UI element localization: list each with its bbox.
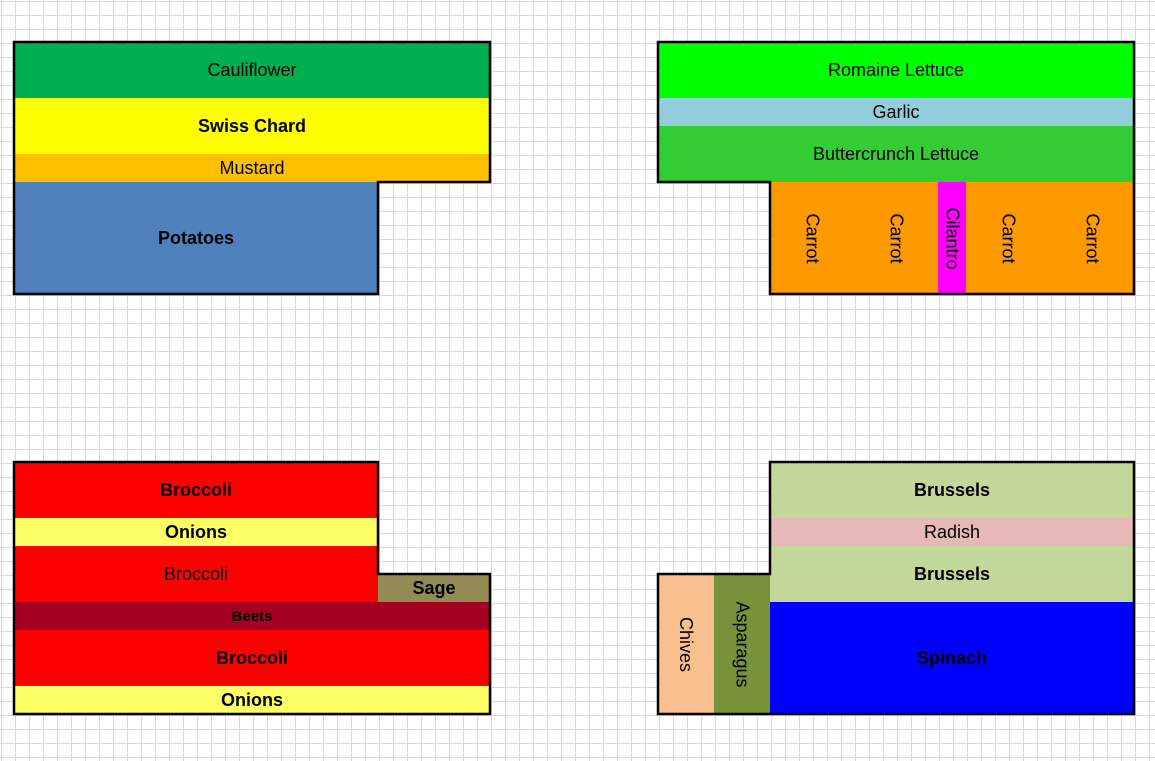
plot-carrot: Carrot (854, 182, 938, 294)
plot-swiss-chard: Swiss Chard (14, 98, 490, 154)
plot-label: Broccoli (159, 479, 233, 500)
plot-romaine-lettuce: Romaine Lettuce (658, 42, 1134, 98)
plot-brussels: Brussels (770, 546, 1134, 602)
plot-label: Buttercrunch Lettuce (812, 143, 980, 164)
plot-label: Romaine Lettuce (827, 59, 965, 80)
plot-carrot: Carrot (966, 182, 1050, 294)
plot-label: Onions (221, 689, 283, 710)
plot-label: Chives (676, 616, 697, 672)
plot-label: Cilantro (942, 206, 963, 270)
plot-broccoli: Broccoli (14, 546, 378, 602)
plot-carrot: Carrot (1050, 182, 1134, 294)
plot-label: Swiss Chard (197, 115, 307, 136)
plot-label: Carrot (998, 212, 1019, 264)
plot-radish: Radish (770, 518, 1134, 546)
plot-onions: Onions (14, 518, 378, 546)
plot-broccoli: Broccoli (14, 462, 378, 518)
plot-spinach: Spinach (770, 602, 1134, 714)
plot-sage: Sage (378, 574, 490, 602)
plot-chives: Chives (658, 574, 714, 714)
plot-asparagus: Asparagus (714, 574, 770, 714)
plot-potatoes: Potatoes (14, 182, 378, 294)
plot-label: Carrot (1082, 212, 1103, 264)
plot-carrot: Carrot (770, 182, 854, 294)
plot-cauliflower: Cauliflower (14, 42, 490, 98)
plot-label: Sage (412, 577, 456, 598)
plot-label: Brussels (913, 563, 991, 584)
plot-onions: Onions (14, 686, 490, 714)
plot-garlic: Garlic (658, 98, 1134, 126)
plot-beets: Beets (14, 602, 490, 630)
plot-label: Beets (231, 607, 273, 625)
plot-brussels: Brussels (770, 462, 1134, 518)
plot-mustard: Mustard (14, 154, 490, 182)
plot-label: Broccoli (163, 563, 229, 584)
plot-label: Broccoli (215, 647, 289, 668)
plot-label: Carrot (802, 212, 823, 264)
plot-label: Onions (165, 521, 227, 542)
plot-label: Spinach (916, 647, 987, 668)
plot-label: Cauliflower (207, 59, 297, 80)
plot-label: Garlic (872, 101, 920, 122)
plot-broccoli: Broccoli (14, 630, 490, 686)
plot-label: Mustard (219, 157, 285, 178)
plot-label: Potatoes (157, 227, 235, 248)
plot-buttercrunch-lettuce: Buttercrunch Lettuce (658, 126, 1134, 182)
plot-label: Carrot (886, 212, 907, 264)
plot-label: Asparagus (732, 600, 753, 688)
plot-label: Brussels (913, 479, 991, 500)
plot-cilantro: Cilantro (938, 182, 966, 294)
plot-label: Radish (923, 521, 981, 542)
